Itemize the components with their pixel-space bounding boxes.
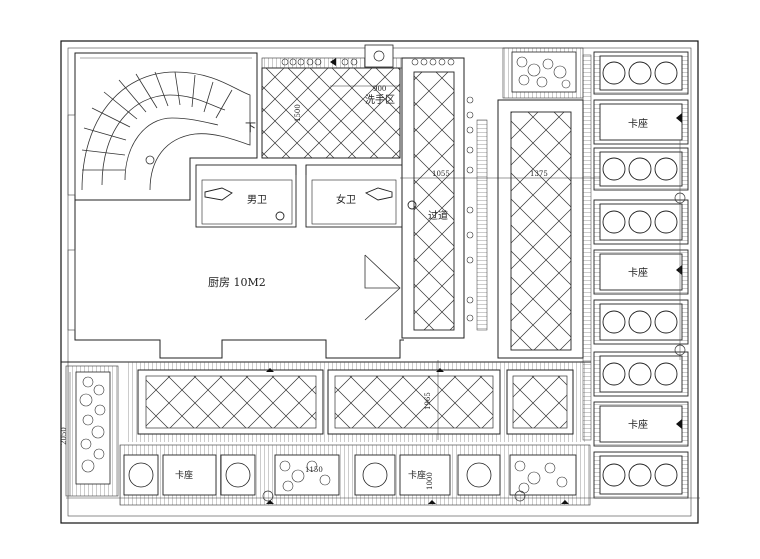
corridor-floor — [413, 71, 455, 331]
bottom-booth-row — [123, 454, 577, 496]
female-toilet-label: 女卫 — [336, 193, 356, 206]
wash-area-label: 洗手区 — [365, 93, 395, 106]
stair-down-label: 下 — [245, 121, 256, 134]
booth-label-3: 卡座 — [628, 418, 648, 431]
bottom-booth-label-1: 卡座 — [175, 469, 193, 481]
wash-area-floor — [261, 67, 401, 159]
table-dim-1000: 1000 — [426, 472, 434, 490]
wash-depth-dimension: 1500 — [294, 104, 302, 122]
booth-label-2: 卡座 — [628, 266, 648, 279]
corridor-dim-1055: 1055 — [432, 170, 450, 178]
bottom-booth-label-2: 卡座 — [408, 469, 426, 481]
planter-top-right — [511, 51, 577, 93]
corridor-label: 过道 — [428, 209, 448, 222]
male-toilet-label: 男卫 — [247, 194, 267, 206]
left-depth-dimension: 2050 — [60, 427, 68, 445]
left-planter — [75, 371, 111, 485]
hall-depth-dimension: 1965 — [424, 392, 432, 410]
booth-label-1: 卡座 — [628, 117, 648, 130]
drawing-border — [60, 40, 699, 524]
spiral-staircase — [81, 71, 251, 191]
corridor-2-floor — [510, 111, 572, 351]
toilet-block — [195, 164, 417, 228]
table-dim-1150: 1150 — [305, 466, 323, 474]
right-booth-column — [593, 51, 689, 499]
kitchen-label: 厨房 10M2 — [208, 276, 266, 289]
wash-width-dimension: 900 — [373, 85, 386, 93]
